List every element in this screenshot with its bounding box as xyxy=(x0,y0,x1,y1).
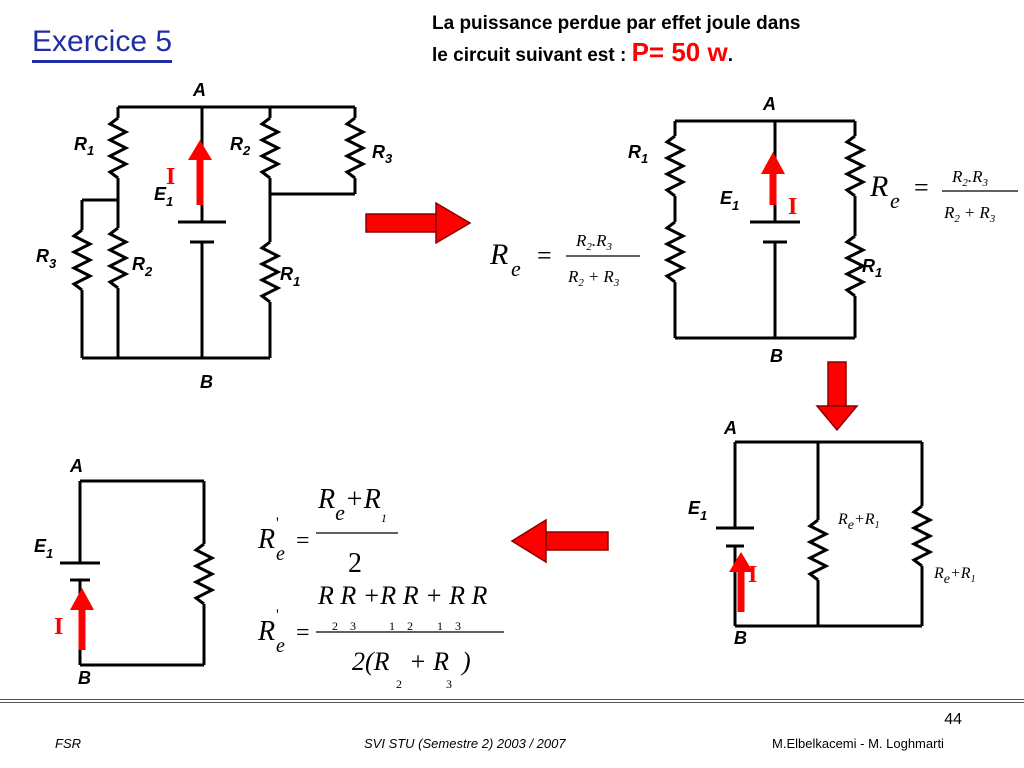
circuit4-current-arrowhead xyxy=(70,588,94,610)
circuit1-resistor-r3-right xyxy=(343,116,367,180)
formula2-eq: = xyxy=(914,173,929,202)
circuit1-current-label: I xyxy=(166,164,175,190)
formula4-eq: = xyxy=(296,620,310,646)
formula3-re: R xyxy=(257,524,275,555)
circuit-simplified-2 xyxy=(716,440,934,628)
footer-divider-second xyxy=(0,702,1024,703)
circuit2-node-b: B xyxy=(770,346,783,366)
formula-re-middle: R e = R2.R3 R2+R3 xyxy=(489,231,640,289)
statement-line-2-text: le circuit suivant est : xyxy=(432,45,627,66)
circuit1-node-b: B xyxy=(200,372,213,392)
circuit2-resistor-left-bottom xyxy=(663,220,687,284)
circuit1-current-arrowhead xyxy=(188,140,212,160)
formula1-numerator: R2.R3 xyxy=(575,231,613,253)
circuit2-node-a: A xyxy=(762,94,776,114)
statement-period: . xyxy=(727,45,733,66)
formula1-re: R xyxy=(489,238,508,271)
formula3-sub: e xyxy=(276,543,285,565)
circuit1-label-r1-top: R1 xyxy=(74,134,94,158)
circuit1-resistor-r2-right xyxy=(258,116,282,180)
transition-arrow-right xyxy=(365,201,472,245)
circuit2-resistor-right-top xyxy=(843,134,867,198)
formula-re-right: R e = R2.R3 R2+R3 xyxy=(869,167,1018,225)
circuit2-current-arrowhead xyxy=(761,152,785,174)
circuit4-label-e1: E1 xyxy=(34,536,53,561)
formula4-denominator: 2(R + R ) xyxy=(352,647,471,676)
circuit4-node-b: B xyxy=(78,668,91,688)
formula4-re: R xyxy=(257,616,275,647)
formula4-den-sub2: 2 xyxy=(396,677,402,691)
formula1-re-sub: e xyxy=(511,256,521,281)
circuit1-node-a: A xyxy=(192,80,206,100)
statement-line-1: La puissance perdue par effet joule dans xyxy=(432,13,801,34)
circuit1-resistor-r1-right xyxy=(258,240,282,304)
circuit4-current-label: I xyxy=(54,614,63,640)
formula4-prime: ' xyxy=(276,607,279,624)
page-number: 44 xyxy=(944,711,962,728)
circuit1-label-r1-right: R1 xyxy=(280,264,300,289)
slide-title: Exercice 5 xyxy=(32,24,173,63)
circuit3-label-re-r1-middle: Re+R1 xyxy=(837,511,880,533)
circuit1-resistor-r3-left xyxy=(70,228,94,292)
formula3-eq: = xyxy=(296,528,310,554)
circuit1-label-r3-right: R3 xyxy=(372,142,393,166)
transition-arrow-down xyxy=(815,361,859,432)
circuit1-label-r3-left: R3 xyxy=(36,246,57,271)
circuit2-resistor-r1-right xyxy=(843,234,867,298)
formula4-numerator-subscripts: 2 3 1 2 1 3 xyxy=(332,619,461,633)
circuit2-current-label: I xyxy=(788,194,797,220)
circuit1-label-r2-left: R2 xyxy=(132,254,153,279)
transition-arrow-left xyxy=(510,518,609,564)
circuit4-node-a: A xyxy=(69,456,83,476)
footer-right: M.Elbelkacemi - M. Loghmarti xyxy=(772,736,944,751)
circuit3-node-a: A xyxy=(723,418,737,438)
formula4-den-sub3: 3 xyxy=(446,677,452,691)
circuit2-label-r1-right: R1 xyxy=(862,256,882,280)
formula3-denominator: 2 xyxy=(348,548,362,579)
formula-re-prime-2: R ' e = R R +R R + R R 2 3 1 2 1 3 2(R +… xyxy=(257,581,504,691)
circuit2-label-e1: E1 xyxy=(720,188,739,213)
formula2-re: R xyxy=(869,170,888,203)
formula2-numerator: R2.R3 xyxy=(951,167,989,189)
formula4-numerator: R R +R R + R R xyxy=(317,581,487,610)
circuit-simplified-1 xyxy=(663,119,867,340)
circuit3-label-e1: E1 xyxy=(688,498,707,523)
circuit3-current-label: I xyxy=(748,562,757,588)
problem-statement: La puissance perdue par effet joule dans… xyxy=(432,10,992,70)
circuit1-label-e1: E1 xyxy=(154,184,173,209)
footer-divider xyxy=(0,699,1024,700)
power-value: P= 50 w xyxy=(631,37,728,67)
formula4-sub: e xyxy=(276,635,285,657)
circuit3-resistor-right xyxy=(910,504,934,568)
circuit-original xyxy=(70,105,367,360)
formula1-eq: = xyxy=(537,241,552,270)
circuit3-resistor-middle xyxy=(806,518,830,582)
formula1-denominator: R2+R3 xyxy=(567,267,620,289)
formula2-re-sub: e xyxy=(890,188,900,213)
circuit4-resistor-equivalent xyxy=(192,542,216,606)
formula3-numerator: Re+R1 xyxy=(317,484,387,525)
circuit1-label-r2-right: R2 xyxy=(230,134,251,158)
circuit3-label-re-r1-right: Re+R1 xyxy=(933,565,976,587)
circuit3-node-b: B xyxy=(734,628,747,648)
circuit1-resistor-r2-left xyxy=(106,226,130,290)
circuit1-resistor-r1-top xyxy=(106,116,130,180)
formula3-prime: ' xyxy=(276,515,279,532)
circuit2-resistor-r1-left xyxy=(663,134,687,198)
footer-center: SVI STU (Semestre 2) 2003 / 2007 xyxy=(364,736,566,751)
formula2-denominator: R2+R3 xyxy=(943,203,996,225)
footer-left: FSR xyxy=(55,736,81,751)
circuit2-label-r1: R1 xyxy=(628,142,648,166)
formula-re-prime-1: R ' e = Re+R1 2 xyxy=(257,484,398,579)
circuit3-current-arrowhead xyxy=(729,552,753,572)
statement-line-2: le circuit suivant est : P= 50 w. xyxy=(432,38,992,70)
